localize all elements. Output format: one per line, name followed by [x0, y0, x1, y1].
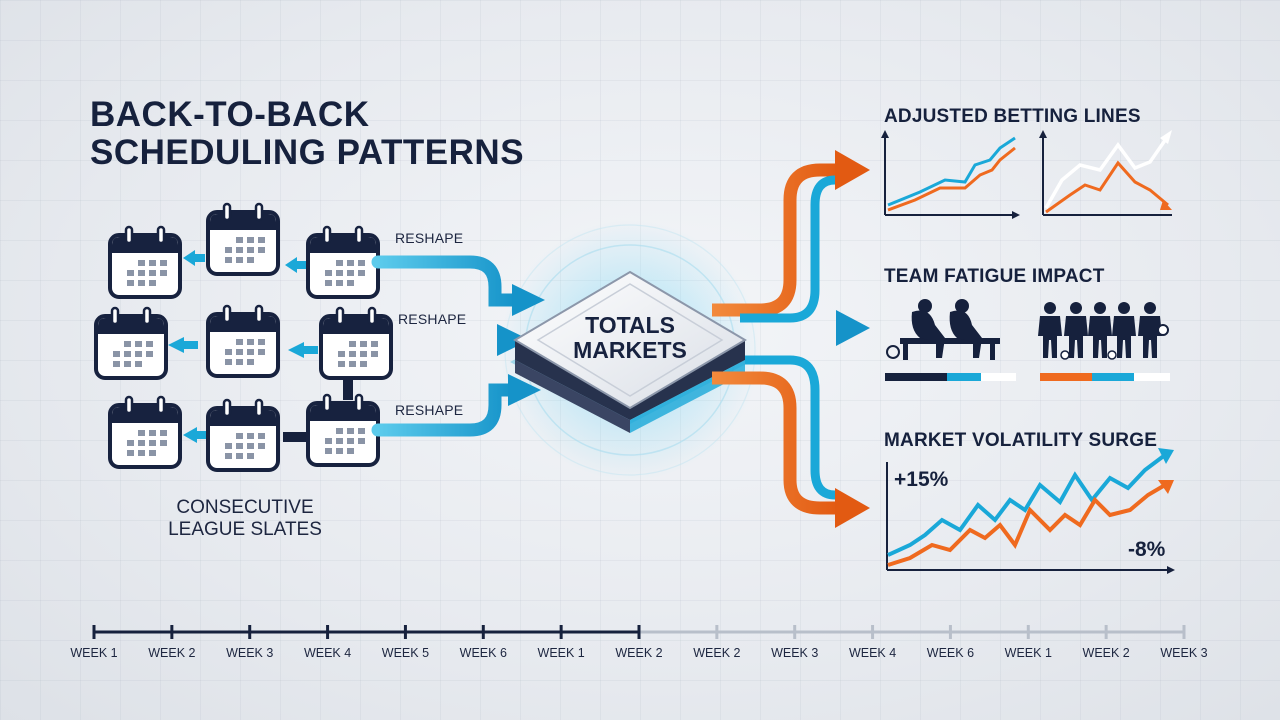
hub-label-line-1: TOTALS	[585, 312, 675, 338]
week-timeline	[92, 625, 1186, 639]
calendar-icon	[94, 306, 168, 380]
betting-line-blue	[887, 136, 1016, 207]
flow-label-top: RESHAPE	[395, 230, 464, 246]
week-label: WEEK 4	[303, 646, 352, 660]
week-label: WEEK 2	[148, 646, 196, 660]
hub-label-line-2: MARKETS	[573, 337, 687, 363]
volatility-chart	[886, 448, 1175, 574]
calendar-icon	[108, 395, 182, 469]
week-label: WEEK 2	[693, 646, 741, 660]
soccer-ball-icon	[1157, 324, 1169, 336]
week-label: WEEK 1	[537, 646, 585, 660]
week-label: WEEK 3	[226, 646, 274, 660]
calendar-icon	[306, 225, 380, 299]
flow-label-bottom: RESHAPE	[395, 402, 464, 418]
calendar-icon	[319, 306, 393, 380]
volatility-down-label: -8%	[1128, 538, 1166, 561]
soccer-ball-icon	[1060, 350, 1070, 360]
week-label: WEEK 2	[1082, 646, 1130, 660]
diagram-title: BACK-TO-BACK SCHEDULING PATTERNS	[90, 96, 524, 172]
week-label: WEEK 6	[926, 646, 975, 660]
calendar-connectors	[168, 250, 353, 443]
fatigue-title: TEAM FATIGUE IMPACT	[884, 266, 1105, 287]
soccer-ball-icon	[886, 345, 900, 359]
slates-caption: CONSECUTIVE LEAGUE SLATES	[150, 497, 340, 541]
week-label: WEEK 3	[1160, 646, 1208, 660]
title-line-2: SCHEDULING PATTERNS	[90, 133, 525, 172]
person-standing-icon	[1038, 302, 1062, 358]
week-label: WEEK 1	[1004, 646, 1052, 660]
week-label: WEEK 3	[771, 646, 819, 660]
volatility-title: MARKET VOLATILITY SURGE	[884, 430, 1158, 451]
title-line-1: BACK-TO-BACK	[90, 95, 370, 134]
week-label: WEEK 4	[848, 646, 897, 660]
calendar-grid	[94, 202, 393, 472]
volatility-line-orange	[887, 483, 1167, 567]
hub-label: TOTALS MARKETS	[560, 313, 700, 363]
week-label: WEEK 5	[381, 646, 430, 660]
betting-line-orange	[887, 146, 1016, 212]
betting-lines-title: ADJUSTED BETTING LINES	[884, 106, 1141, 127]
week-label: WEEK 6	[459, 646, 507, 660]
person-seated-icon	[949, 299, 982, 358]
person-standing-icon	[1088, 302, 1112, 358]
volatility-up-label: +15%	[894, 468, 949, 491]
calendar-icon	[108, 225, 182, 299]
betting-lines-charts	[881, 130, 1172, 219]
flow-label-middle: RESHAPE	[398, 311, 467, 327]
calendar-icon	[206, 398, 280, 472]
slates-caption-line-1: CONSECUTIVE	[176, 497, 314, 518]
calendar-icon	[206, 304, 280, 378]
person-standing-icon	[1112, 302, 1136, 358]
fatigue-figures	[885, 299, 1170, 381]
person-standing-icon	[1064, 302, 1088, 358]
soccer-ball-icon	[1107, 350, 1117, 360]
volatility-line-blue	[887, 453, 1167, 557]
slates-caption-line-2: LEAGUE SLATES	[168, 519, 322, 540]
calendar-icon	[306, 393, 380, 467]
betting-line-orange-2	[1045, 160, 1169, 214]
outflow-arrows	[712, 150, 870, 528]
week-label: WEEK 2	[615, 646, 663, 660]
person-seated-icon	[911, 299, 945, 358]
inflow-arrows	[371, 255, 545, 437]
betting-line-white	[1044, 135, 1170, 209]
week-label: WEEK 1	[70, 646, 118, 660]
calendar-icon	[206, 202, 280, 276]
